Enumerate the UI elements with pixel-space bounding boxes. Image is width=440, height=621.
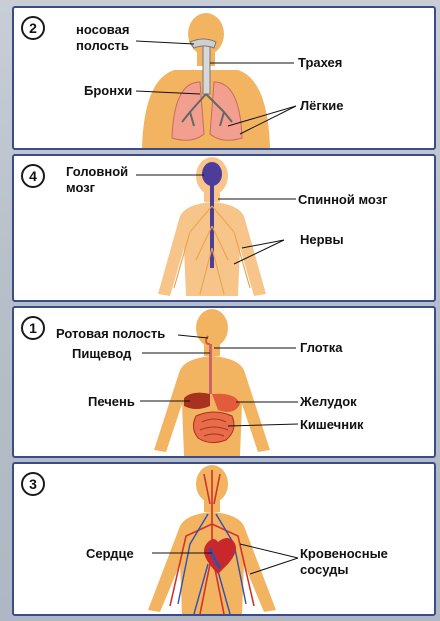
label-esophagus: Пищевод (72, 346, 132, 361)
digestive-illustration (140, 309, 299, 456)
panel-number: 4 (21, 164, 45, 188)
stomach-shape (212, 393, 240, 412)
panel-digestive-system: 1 Ротовая полость Пищевод Глотка Печень … (12, 306, 436, 458)
nervous-illustration (136, 157, 296, 296)
mouth-shape (205, 335, 210, 345)
panel-number: 3 (21, 472, 45, 496)
label-liver: Печень (88, 394, 135, 409)
label-lungs: Лёгкие (300, 98, 344, 113)
label-brain-line1: Головной (66, 164, 129, 179)
label-nasal-cavity-line1: носовая (76, 22, 130, 37)
arteries-shape (169, 470, 255, 614)
head-shape (196, 309, 228, 347)
panel-circulatory-system: 3 Сердце Кровеносные сосуды (12, 462, 436, 616)
panel-number: 2 (21, 16, 45, 40)
label-trachea: Трахея (298, 55, 343, 70)
label-mouth: Ротовая полость (56, 326, 166, 341)
esophagus-shape (209, 344, 212, 394)
right-lung (209, 81, 243, 141)
label-pharynx: Глотка (300, 340, 343, 355)
label-nasal-cavity-line2: полость (76, 38, 129, 53)
liver-shape (184, 392, 210, 409)
panel-nervous-system: 4 Головной мозг Спинной мозг Нервы (12, 154, 436, 302)
label-brain-line2: мозг (66, 180, 96, 195)
label-blood-vessels-line2: сосуды (300, 562, 349, 577)
trachea-shape (202, 45, 211, 95)
panel-respiratory-system: 2 носовая полость Трахея Бронхи Лёгки (12, 6, 436, 150)
body-shape (154, 356, 270, 456)
label-heart: Сердце (86, 546, 134, 561)
heart-shape (204, 538, 236, 574)
left-lung (171, 81, 205, 141)
bronchi-shape (181, 93, 233, 127)
label-spinal-cord: Спинной мозг (298, 192, 388, 207)
label-intestine: Кишечник (300, 417, 364, 432)
panel-number: 1 (21, 316, 45, 340)
label-bronchi: Бронхи (84, 83, 133, 98)
nerves-shape (173, 205, 251, 295)
respiratory-illustration (135, 13, 297, 148)
brain-shape (202, 162, 222, 186)
label-nerves: Нервы (300, 232, 344, 247)
circulatory-illustration (148, 465, 299, 614)
label-blood-vessels-line1: Кровеносные (300, 546, 388, 561)
nasal-cavity-shape (189, 38, 217, 49)
label-stomach: Желудок (300, 394, 357, 409)
